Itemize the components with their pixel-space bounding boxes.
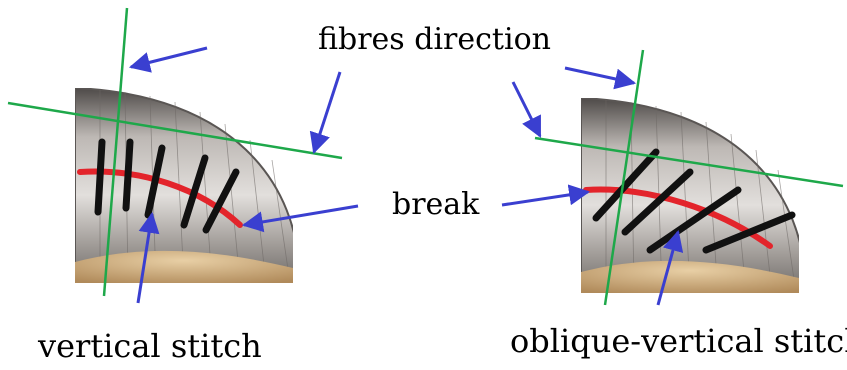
stitch xyxy=(202,168,240,234)
fibres-direction-label: fibres direction xyxy=(318,22,551,57)
arrow-stitch-left xyxy=(136,211,160,304)
vertical-stitch-label: vertical stitch xyxy=(38,327,262,365)
break-label: break xyxy=(392,187,480,222)
stitch xyxy=(592,148,660,222)
fibre-line-right-horizontal xyxy=(534,136,844,188)
oblique-vertical-stitch-label: oblique-vertical stitch xyxy=(510,322,847,360)
bone-left xyxy=(75,250,293,283)
arrow-stitch-right xyxy=(656,229,684,306)
stitch xyxy=(702,211,796,254)
stitch xyxy=(621,168,694,236)
fibre-line-left-horizontal xyxy=(7,101,343,160)
meniscus-tissue-left xyxy=(75,88,293,283)
arrow-break-right xyxy=(501,184,591,207)
stitch xyxy=(144,144,166,219)
stitches-left xyxy=(94,138,240,234)
fibre-line-left-vertical xyxy=(102,7,129,297)
meniscus-tissue-right xyxy=(581,98,799,293)
meniscus-tile-right xyxy=(581,98,799,293)
bone-right xyxy=(581,260,799,293)
fibre-direction-lines xyxy=(7,7,844,306)
arrow-break-left xyxy=(241,204,359,233)
stitch xyxy=(94,138,106,216)
pointer-arrows xyxy=(128,46,684,306)
arrow-fibre-left-horizontal xyxy=(309,71,342,154)
stitch xyxy=(180,154,209,229)
arrow-fibre-right-horizontal xyxy=(511,81,542,138)
fibre-line-right-vertical xyxy=(603,49,645,306)
meniscus-tile-left xyxy=(75,88,293,283)
stitch xyxy=(122,138,134,212)
arrow-fibre-right-vertical xyxy=(564,66,637,90)
arrow-fibre-left-vertical xyxy=(128,46,208,73)
